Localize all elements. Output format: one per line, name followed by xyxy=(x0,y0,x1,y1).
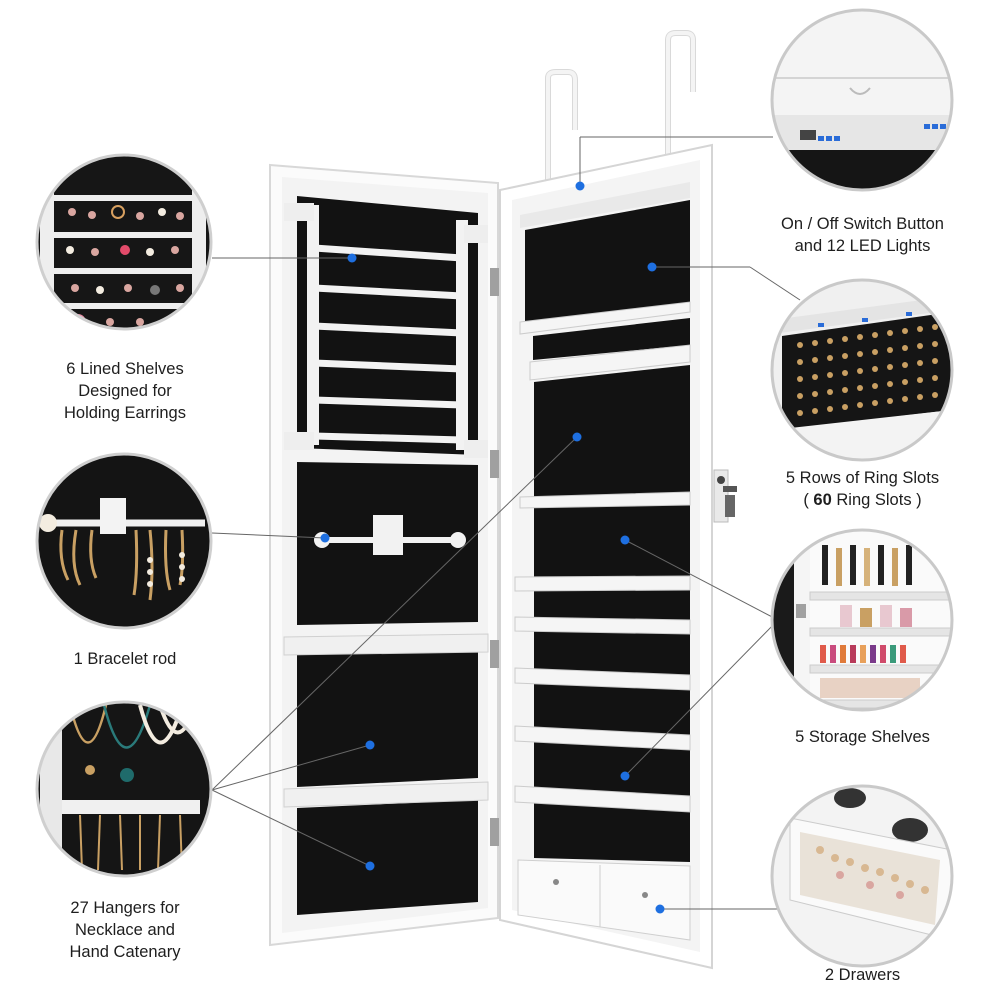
storage-detail-circle xyxy=(770,528,954,712)
switch-label-line: On / Off Switch Button xyxy=(781,215,944,233)
ring-slots-label-line2: ( 60 Ring Slots ) xyxy=(755,489,970,511)
ring-slots-label: 5 Rows of Ring Slots ( 60 Ring Slots ) xyxy=(755,467,970,511)
switch-led-detail-circle xyxy=(770,8,954,192)
hangers-label: 27 Hangers for Necklace and Hand Catenar… xyxy=(30,897,220,963)
switch-label-line: and 12 LED Lights xyxy=(794,237,931,255)
earrings-label-line: Holding Earrings xyxy=(64,404,186,422)
earrings-label-line: Designed for xyxy=(78,382,172,400)
necklace-detail-circle xyxy=(35,700,213,878)
bracelet-label-line: 1 Bracelet rod xyxy=(73,650,177,668)
hangers-label-line: Hand Catenary xyxy=(69,943,181,961)
cabinet-door xyxy=(269,163,510,947)
storage-shelves xyxy=(514,491,691,813)
drawers-detail-circle xyxy=(770,784,954,968)
bracelet-rod xyxy=(314,515,466,555)
earring-shelves xyxy=(313,244,463,444)
earrings-label: 6 Lined Shelves Designed for Holding Ear… xyxy=(30,358,220,424)
drawers-label: 2 Drawers xyxy=(755,964,970,986)
cabinet-body xyxy=(499,143,737,970)
ring-slots-suffix: Ring Slots ) xyxy=(831,491,922,509)
hangers-label-line: 27 Hangers for xyxy=(70,899,180,917)
bracelet-detail-circle xyxy=(35,452,213,630)
drawers-label-line: 2 Drawers xyxy=(824,966,901,984)
door-hook-icon xyxy=(545,30,696,185)
callout-dots xyxy=(320,181,665,914)
ring-slots-label-line1: 5 Rows of Ring Slots xyxy=(785,469,940,487)
ring-slots-prefix: ( xyxy=(803,491,814,509)
earring-panel xyxy=(297,196,478,455)
callout-lines xyxy=(211,136,801,910)
drawers xyxy=(517,859,691,941)
lock-key-icon xyxy=(713,469,737,523)
earrings-detail-circle xyxy=(35,153,213,331)
ring-slots-detail-circle xyxy=(770,278,954,462)
storage-label: 5 Storage Shelves xyxy=(755,726,970,748)
storage-label-line: 5 Storage Shelves xyxy=(795,728,930,746)
switch-label: On / Off Switch Button and 12 LED Lights xyxy=(755,213,970,257)
hangers-label-line: Necklace and xyxy=(75,921,175,939)
ring-slots-count: 60 xyxy=(813,491,832,509)
bracelet-label: 1 Bracelet rod xyxy=(30,648,220,670)
earrings-label-line: 6 Lined Shelves xyxy=(66,360,184,378)
